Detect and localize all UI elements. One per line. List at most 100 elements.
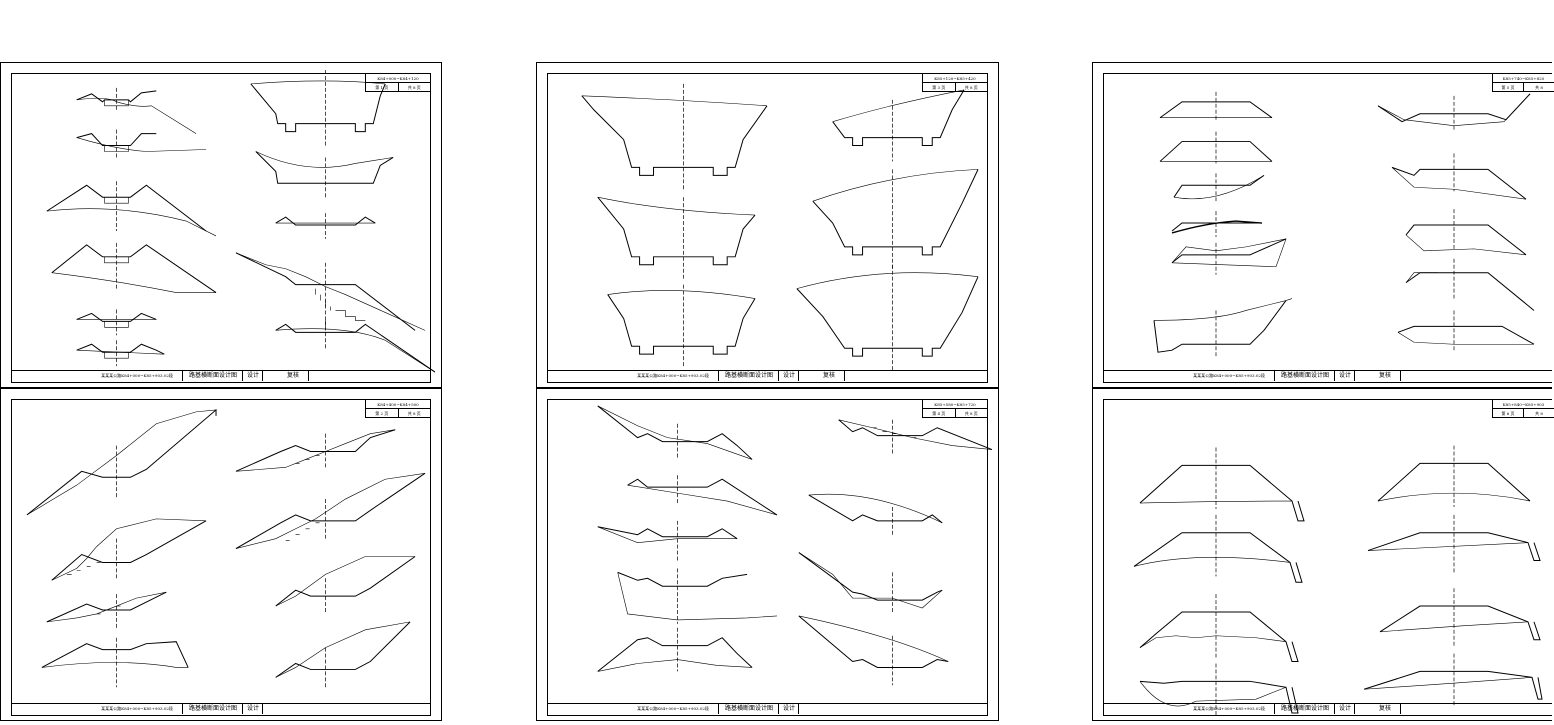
sheet-code-box: K85+580~K85+720 第 4 页共 8 页: [922, 400, 987, 418]
cross-section: [796, 264, 979, 373]
sheet-number: 第 1 页: [375, 85, 389, 90]
sheet-frame: K85+120~K85+420 第 3 页共 8 页: [547, 73, 988, 383]
cross-section: [46, 181, 217, 237]
cross-section: [1377, 445, 1531, 507]
sheet-number: 第 2 页: [375, 411, 389, 416]
cross-section-drawings: [1133, 445, 1543, 717]
cross-section: [1405, 258, 1535, 311]
cross-section: [275, 320, 436, 373]
cross-section: [597, 627, 753, 672]
cross-section: [275, 213, 376, 239]
sheet-frame: K85+580~K85+720 第 4 页共 8 页: [547, 399, 993, 716]
cross-section: [1139, 447, 1305, 522]
cross-section: [76, 129, 207, 158]
cross-section: [1391, 153, 1527, 200]
cross-section: [1171, 238, 1287, 275]
project-name: 某某某公路K84+000~K85+903.02段: [637, 706, 709, 711]
design-label: 设计: [1338, 372, 1351, 379]
cross-section: [76, 87, 197, 134]
cross-section-drawings: [581, 83, 979, 373]
cross-section: [1173, 173, 1265, 202]
cross-section: [1367, 514, 1541, 575]
cross-section: [812, 169, 979, 271]
cross-section-drawings: [26, 408, 426, 688]
title-block: 某某某公路K84+000~K85+903.02段 路基横断面设计图 设计 复核: [1104, 370, 1552, 382]
cross-section: [250, 70, 386, 146]
cross-section: [76, 340, 165, 367]
sheet-code-box: K84+000~K84+120 第 1 页共 8 页: [365, 74, 430, 92]
drawing-title: 路基横断面设计图: [1280, 705, 1329, 712]
title-block: 某某某公路K84+000~K85+903.02段 路基横断面设计图 设计: [12, 703, 430, 715]
sheet-code-box: K85+840~K85+903 第 6 页 共 8: [1492, 400, 1554, 418]
sheet-total: 共 8: [1523, 409, 1554, 418]
drawing-sheet-6: K85+840~K85+903 第 6 页 共 8: [1092, 388, 1554, 721]
cross-section: [617, 568, 777, 624]
sheet-code: K85+740~K85+820: [1493, 74, 1554, 83]
cross-section: [1153, 298, 1293, 357]
cross-section: [607, 284, 756, 369]
project-name: 某某某公路K84+000~K85+903.02段: [1193, 706, 1265, 711]
title-block: 某某某公路K84+000~K85+903.02段 路基横断面设计图 设计 复核: [12, 370, 430, 382]
cross-section: [1397, 310, 1535, 351]
cross-section: [1139, 663, 1299, 717]
sheet-number: 第 3 页: [932, 85, 946, 90]
sheet-code: K84+400~K84+500: [366, 400, 430, 409]
review-label: 复核: [1378, 705, 1391, 712]
drawing-title: 路基横断面设计图: [724, 372, 773, 379]
drawing-sheet-1: K84+000~K84+120 第 1 页共 8 页: [0, 62, 442, 388]
sheet-code: K85+840~K85+903: [1493, 400, 1554, 409]
cross-section: [1133, 514, 1303, 583]
cross-section: [597, 405, 753, 460]
cross-section: [627, 475, 778, 516]
cross-section: [46, 591, 167, 628]
cross-section: [1159, 131, 1273, 164]
project-name: 某某某公路K84+000~K85+903.02段: [1193, 373, 1265, 378]
review-label: 复核: [822, 372, 835, 379]
cross-section-drawings: [46, 70, 436, 373]
design-label: 设计: [782, 705, 795, 712]
sheet-total: 共 8 页: [954, 409, 988, 418]
cross-section: [832, 89, 965, 162]
cross-section: [76, 309, 157, 336]
cross-section: [1363, 653, 1543, 708]
cross-section: [235, 429, 396, 472]
drawing-sheet-5: K85+740~K85+820 第 5 页 共 8: [1092, 62, 1554, 388]
sheet-code-box: K84+400~K84+500 第 2 页共 8 页: [365, 400, 430, 418]
drawing-title: 路基横断面设计图: [1280, 372, 1329, 379]
drawing-sheet-2: K84+400~K84+500 第 2 页共 8 页: [0, 388, 442, 721]
cross-section: [1159, 91, 1273, 122]
cross-section: [235, 472, 426, 550]
sheet-total: 共 8: [1523, 83, 1554, 92]
sheet-frame: K85+740~K85+820 第 5 页 共 8: [1103, 73, 1554, 383]
cross-section: [235, 252, 426, 331]
title-block: 某某某公路K84+000~K85+903.02段 路基横断面设计图 设计 复核: [548, 370, 987, 382]
sheet-frame: K84+400~K84+500 第 2 页共 8 页: [11, 399, 431, 716]
cross-section: [275, 621, 411, 688]
sheet-number: 第 6 页: [1501, 411, 1515, 416]
design-label: 设计: [1338, 705, 1351, 712]
design-label: 设计: [246, 372, 259, 379]
drawing-sheet-3: K85+120~K85+420 第 3 页共 8 页: [536, 62, 999, 388]
cross-section: [1377, 93, 1531, 132]
drawing-sheet-4: K85+580~K85+720 第 4 页共 8 页: [536, 388, 999, 721]
sheet-number: 第 5 页: [1501, 85, 1515, 90]
cross-section: [26, 408, 217, 516]
design-label: 设计: [246, 705, 259, 712]
review-label: 复核: [286, 372, 299, 379]
project-name: 某某某公路K84+000~K85+903.02段: [101, 373, 173, 378]
cross-section: [51, 518, 207, 581]
drawing-title: 路基横断面设计图: [188, 705, 237, 712]
cross-section: [1405, 209, 1527, 256]
sheet-frame: K85+840~K85+903 第 6 页 共 8: [1103, 399, 1554, 717]
cross-section: [275, 556, 416, 614]
cross-section-drawings: [597, 405, 993, 686]
sheet-number: 第 4 页: [932, 411, 946, 416]
cross-section: [597, 520, 738, 561]
cross-section: [838, 419, 993, 454]
project-name: 某某某公路K84+000~K85+903.02段: [101, 706, 173, 711]
cross-section: [1379, 588, 1541, 648]
cross-section: [808, 493, 943, 535]
cross-section: [581, 83, 768, 190]
drawing-title: 路基横断面设计图: [724, 705, 773, 712]
drawing-title: 路基横断面设计图: [188, 372, 237, 379]
